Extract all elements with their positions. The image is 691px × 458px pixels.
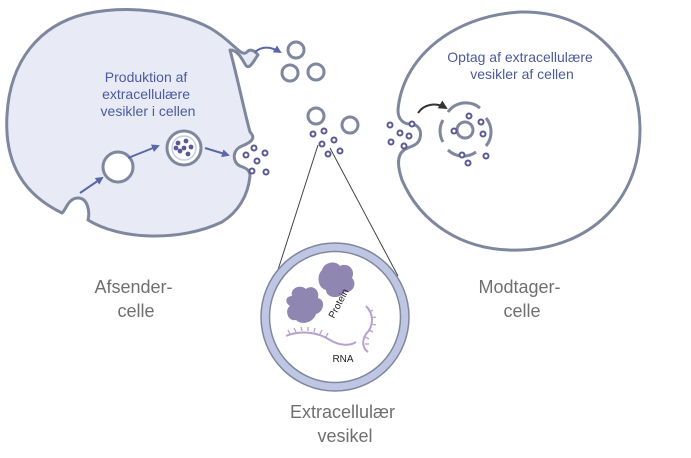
incoming-particles: [386, 120, 416, 150]
arrow-vesicle-to-body: [127, 144, 160, 159]
extracellular-vesicle-label: Extracellulær vesikel: [290, 402, 400, 446]
zoom-line-left: [275, 144, 319, 277]
zoom-line-right: [329, 147, 399, 277]
rna-strand-1: [285, 326, 357, 346]
endosome-particles: [450, 112, 490, 167]
production-label: Produktion af extracellulære vesikler i …: [101, 69, 196, 119]
arrow-membrane-to-vesicle: [79, 176, 104, 194]
sender-cell-membrane: [5, 8, 260, 238]
sender-cell-label: Afsender- celle: [94, 277, 177, 321]
protein-blob-1: [286, 286, 324, 323]
protein-blob-2: [318, 262, 355, 298]
rna-label: RNA: [332, 354, 353, 365]
receiver-cell-membrane: [396, 10, 642, 252]
free-particles: [309, 127, 344, 158]
uptake-label: Optag af extracellulære vesikler af cell…: [447, 49, 596, 82]
arrow-exocytosis: [254, 45, 282, 54]
budding-vesicle: [101, 150, 135, 184]
rna-strand-2: [362, 305, 377, 353]
receiver-cell: Optag af extracellulære vesikler af cell…: [386, 10, 642, 252]
free-vesicles: [280, 40, 360, 135]
sender-cell: Produktion af extracellulære vesikler i …: [5, 8, 270, 238]
zoomed-vesicle: Protein RNA: [260, 242, 410, 392]
arrow-uptake: [417, 100, 448, 114]
arrow-body-to-membrane: [204, 147, 230, 158]
multivesicular-body: [165, 129, 203, 167]
released-vesicle-dots: [242, 144, 270, 176]
receiver-cell-label: Modtager- celle: [478, 277, 565, 321]
